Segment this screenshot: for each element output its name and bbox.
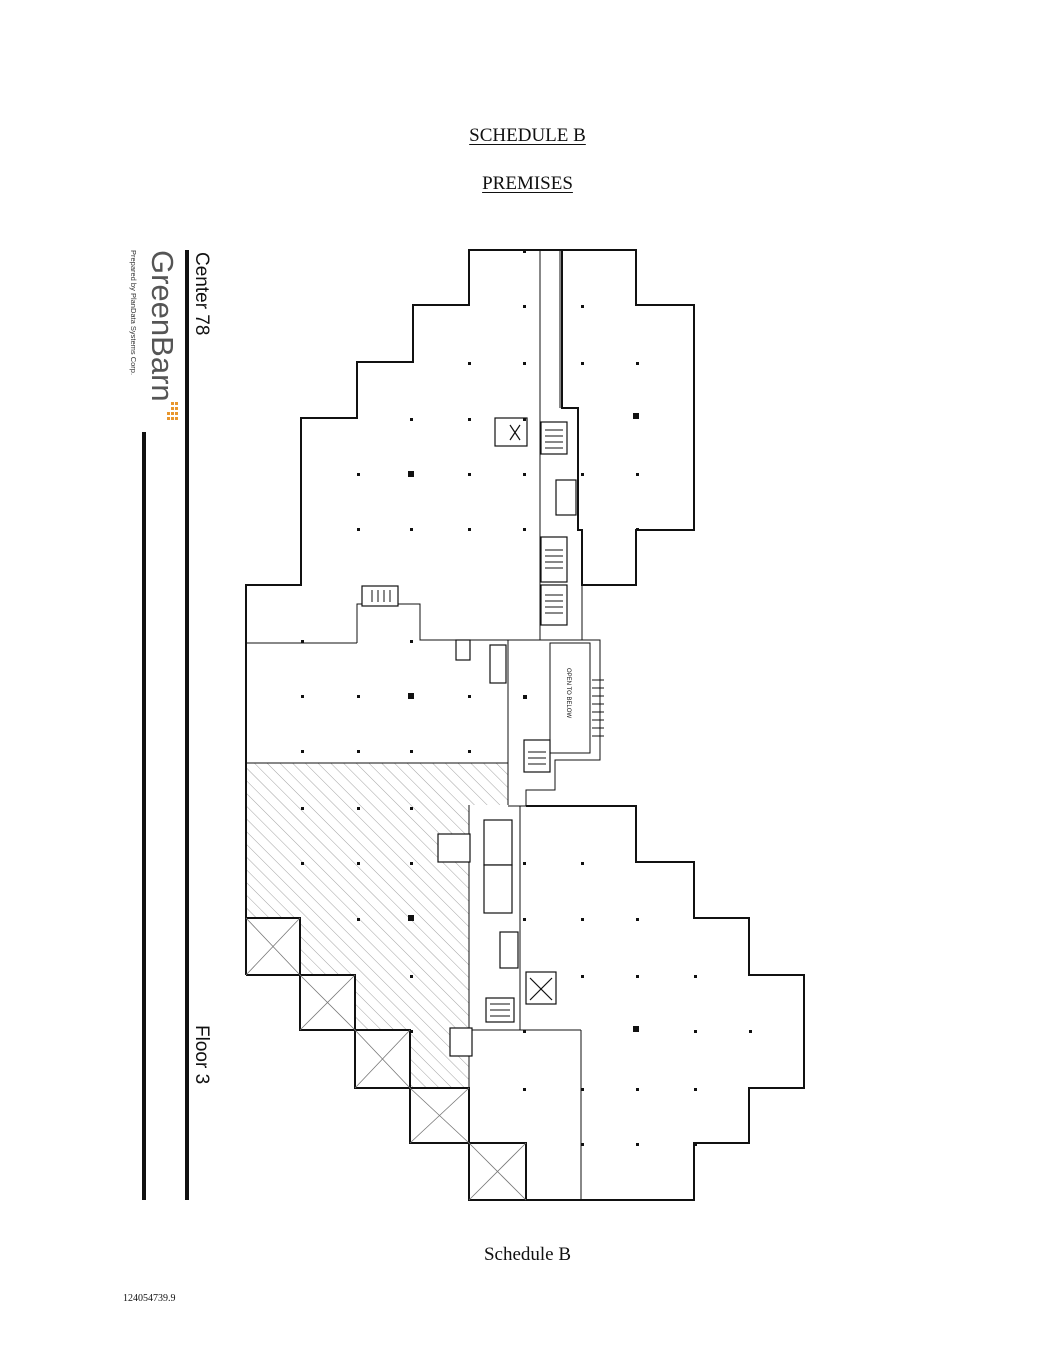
building-name: Center 78 xyxy=(191,252,212,335)
document-id: 124054739.9 xyxy=(123,1293,176,1304)
logo-mark xyxy=(167,402,178,420)
shaft-b xyxy=(455,639,471,661)
page-caption: Schedule B xyxy=(483,1244,572,1265)
elevator-a xyxy=(555,479,577,516)
logo-text: GreenBarn xyxy=(145,250,180,402)
restroom-a xyxy=(483,819,513,866)
stair-e xyxy=(523,739,551,773)
restroom-b xyxy=(483,864,513,914)
shaft-a xyxy=(494,417,528,447)
stair-a xyxy=(540,421,568,455)
elevator-c xyxy=(499,931,519,969)
balcony-markers xyxy=(245,917,527,1201)
shaft-e xyxy=(449,1027,473,1057)
stair-d xyxy=(361,585,399,607)
shaft-c xyxy=(437,833,471,863)
stair-c xyxy=(540,584,568,626)
prepared-by: Prepared by PlanData Systems Corp. xyxy=(129,250,138,375)
floor-name: Floor 3 xyxy=(191,1025,212,1084)
elevator-b xyxy=(489,644,507,684)
building-outline xyxy=(245,249,805,1201)
columns xyxy=(301,250,752,1146)
premises-heading: PREMISES xyxy=(482,173,573,194)
stair-b xyxy=(540,536,568,583)
interior-walls xyxy=(246,250,601,1200)
stair-treads xyxy=(371,429,604,1017)
building-core xyxy=(361,417,577,1057)
title-block: Center 78 Floor 3 GreenBarn Prepared by … xyxy=(129,250,212,1200)
atrium-label: OPEN TO BELOW xyxy=(565,668,571,718)
schedule-heading: SCHEDULE B xyxy=(469,125,586,146)
